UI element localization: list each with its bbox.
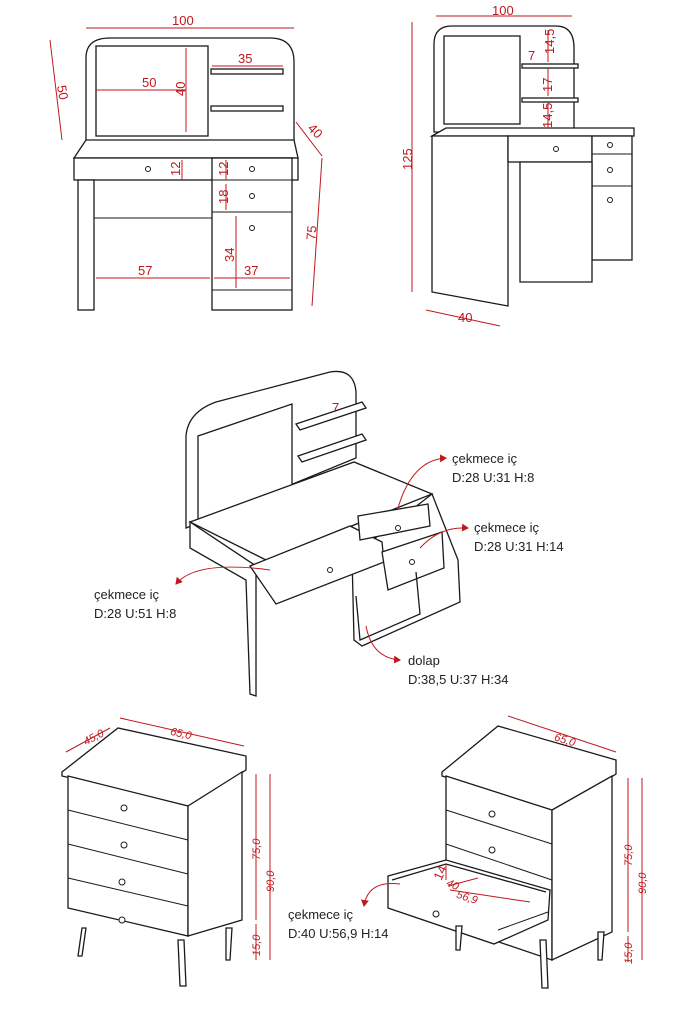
note-drawer-wide-dims: D:28 U:51 H:8 — [94, 606, 176, 621]
dresser-left-total-height: 90,0 — [265, 870, 277, 892]
inner-height: 14 — [430, 863, 450, 882]
upper-shelf — [210, 68, 284, 75]
dresser-left-side — [187, 770, 243, 937]
shelf-gap-bottom: 14,5 — [540, 103, 555, 128]
inner-depth: 40 — [444, 877, 461, 893]
note-dresser-drawer-dims: D:40 U:56,9 H:14 — [288, 926, 388, 941]
note-drawer-top-label: çekmece iç — [452, 451, 518, 466]
dresser-left: 45,0 65,0 75,0 90,0 15,0 — [61, 717, 277, 987]
right-cabinet — [211, 157, 293, 311]
dresser-left-leg-height: 15,0 — [251, 934, 263, 956]
note-drawer-mid-dims: D:28 U:31 H:14 — [474, 539, 564, 554]
total-height-label: 125 — [400, 148, 415, 170]
top-drawer-side — [507, 135, 593, 163]
front-view: 100 50 40 35 50 40 12 12 18 34 57 37 75 — [49, 13, 326, 311]
note-drawer-wide-label: çekmece iç — [94, 587, 160, 602]
dresser-right-top — [441, 725, 617, 813]
note-cabinet-label: dolap — [408, 653, 440, 668]
dresser-right-side — [551, 774, 613, 962]
leg-space-width-label: 57 — [138, 263, 152, 278]
side-width-label: 100 — [492, 3, 514, 18]
desk-top-side — [429, 127, 635, 137]
top-drawer-persp — [357, 503, 431, 541]
shelf-lower-side — [521, 97, 579, 103]
overall-height-side-label: 50 — [54, 84, 71, 101]
cabinet-width-label: 37 — [244, 263, 258, 278]
left-leg — [77, 179, 95, 311]
lower-shelf — [210, 105, 284, 112]
desk-top — [72, 139, 299, 159]
drawer-height-left: 12 — [168, 162, 183, 176]
dresser-left-width: 65,0 — [169, 726, 193, 743]
note-dresser-drawer-label: çekmece iç — [288, 907, 354, 922]
dresser-right-body-height: 75,0 — [623, 844, 635, 866]
shelf-lower-persp — [296, 433, 368, 463]
shelf-depth-label: 7 — [528, 48, 535, 63]
side-panel — [431, 135, 509, 307]
cabinet-side — [519, 161, 593, 283]
perspective-view: 7 çekmece iç D:28 U:31 H:8 çekmece iç D:… — [94, 370, 564, 697]
note-drawer-top-dims: D:28 U:31 H:8 — [452, 470, 534, 485]
shelf-upper-side — [521, 63, 579, 69]
open-drawer — [387, 859, 551, 945]
dresser-right-total-height: 90,0 — [637, 872, 649, 894]
dresser-left-body-height: 75,0 — [251, 838, 263, 860]
drawer-height-right: 12 — [216, 162, 231, 176]
shelf-upper-persp — [294, 401, 368, 431]
side-depth-label: 40 — [458, 310, 472, 325]
mirror — [95, 45, 209, 137]
mirror-side — [443, 35, 521, 125]
mirror-width-label: 50 — [142, 75, 156, 90]
shelf-gap-mid: 17 — [540, 78, 555, 92]
side-view: 100 14,5 7 17 14,5 125 40 — [400, 3, 635, 327]
mirror-height-label: 40 — [173, 82, 188, 96]
cabinet-height-label: 34 — [222, 248, 237, 262]
shelf-width-label: 35 — [238, 51, 252, 66]
dresser-right: 65,0 75,0 90,0 15,0 14 40 56,9 çekmece i… — [288, 715, 649, 989]
note-cabinet-dims: D:38,5 U:37 H:34 — [408, 672, 508, 687]
drawer-mid-height: 18 — [216, 190, 231, 204]
shelf-gap-top: 14,5 — [542, 29, 557, 54]
front-width-label: 100 — [172, 13, 194, 28]
dresser-right-leg-height: 15,0 — [623, 942, 635, 964]
desk-height-label: 75 — [303, 225, 319, 241]
shelf-tag: 7 — [332, 400, 339, 415]
note-drawer-mid-label: çekmece iç — [474, 520, 540, 535]
